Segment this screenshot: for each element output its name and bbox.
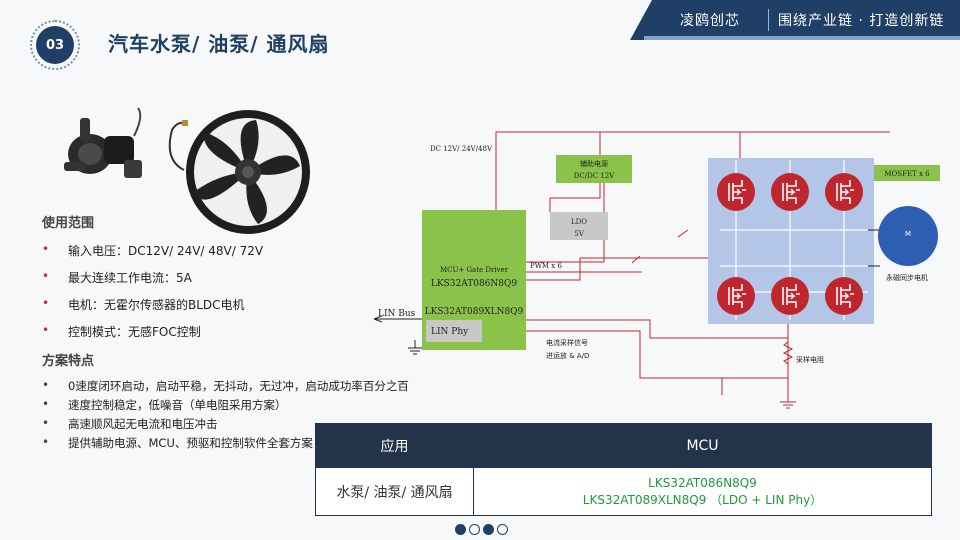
ldo-label: LDO (571, 218, 587, 226)
bullet-icon: • (42, 397, 50, 411)
motor-icon (878, 206, 938, 266)
ldo-box (550, 212, 608, 240)
ground-icon (780, 401, 796, 409)
brand-name: 凌鸥创芯 (680, 13, 740, 29)
mosfet-icon (716, 276, 756, 316)
slide-number-badge: 03 (36, 26, 74, 64)
pager-dot[interactable] (483, 524, 494, 535)
feature-item: •高速顺风起无电流和电压冲击 (42, 416, 218, 431)
sense-label-2: 进运放 & A/D (546, 351, 589, 360)
bullet-icon: • (42, 378, 50, 392)
slide-number-ring (30, 20, 80, 70)
sense-label-1: 电流采样信号 (546, 338, 588, 347)
bullet-icon: • (42, 296, 50, 310)
cooling-fan-image (168, 110, 310, 234)
pager-dot[interactable] (497, 524, 508, 535)
pager-dot[interactable] (469, 524, 480, 535)
application-table: 应用 MCU 水泵/ 油泵/ 通风扇 LKS32AT086N8Q9 LKS32A… (315, 423, 932, 516)
features-list: •0速度闭环启动，启动平稳，无抖动，无过冲，启动成功率百分之百 •速度控制稳定，… (42, 378, 409, 454)
dcdc-label: DC/DC 12V (574, 172, 615, 180)
shunt-label: 采样电阻 (796, 355, 824, 364)
bullet-icon: • (42, 435, 50, 449)
feature-item: •0速度闭环启动，启动平稳，无抖动，无过冲，启动成功率百分之百 (42, 378, 409, 393)
mosfet-count-label: MOSFET x 6 (884, 170, 930, 178)
slide-pager (455, 524, 508, 535)
banner-divider (768, 9, 769, 31)
usage-item: •最大连续工作电流：5A (42, 269, 192, 285)
mcu-part-1: LKS32AT086N8Q9 (648, 475, 757, 490)
lin-bus-label: LIN Bus (378, 309, 416, 319)
circuit-diagram: DC 12V/ 24V/48V 辅助电源 DC/DC 12V LDO 5V MC… (373, 131, 940, 409)
mosfet-count-box (874, 165, 940, 181)
usage-heading: 使用范围 (42, 216, 95, 231)
top-banner: 凌鸥创芯 围绕产业链 · 打造创新链 (630, 0, 960, 40)
dc-input-label: DC 12V/ 24V/48V (430, 145, 493, 153)
mcu-part-2: LKS32AT089XLN8Q9 （LDO + LIN Phy） (582, 492, 823, 507)
table-header-app: 应用 (316, 424, 474, 468)
water-pump-image (64, 107, 142, 178)
slide-title: 汽车水泵/ 油泵/ 通风扇 (108, 32, 330, 56)
mosfet-icon (824, 172, 864, 212)
motor-m-label: M (905, 230, 911, 238)
usage-list: •输入电压：DC12V/ 24V/ 48V/ 72V •最大连续工作电流：5A … (42, 242, 263, 350)
lin-phy-box (426, 320, 482, 342)
usage-item: •控制模式：无感FOC控制 (42, 323, 201, 339)
table-header: 应用 MCU (316, 424, 931, 468)
bullet-icon: • (42, 242, 50, 256)
brand-slogan: 围绕产业链 · 打造创新链 (778, 13, 945, 29)
aux-power-label: 辅助电源 (580, 159, 608, 168)
table-row: 水泵/ 油泵/ 通风扇 LKS32AT086N8Q9 LKS32AT089XLN… (316, 468, 931, 515)
feature-item: •速度控制稳定，低噪音（单电阻采用方案） (42, 397, 287, 412)
mosfet-icon (824, 276, 864, 316)
lin-phy-label: LIN Phy (431, 327, 469, 337)
mcu-label-1: MCU+ Gate Driver (440, 266, 509, 274)
feature-item: •提供辅助电源、MCU、预驱和控制软件全套方案 (42, 435, 313, 450)
banner-cut (630, 0, 652, 40)
mcu-label-2: LKS32AT086N8Q9 (431, 279, 517, 289)
mosfet-icon (770, 172, 810, 212)
table-header-mcu: MCU (686, 438, 719, 454)
table-cell-app: 水泵/ 油泵/ 通风扇 (316, 468, 474, 515)
pager-dot[interactable] (455, 524, 466, 535)
usage-item: •电机：无霍尔传感器的BLDC电机 (42, 296, 245, 312)
bullet-icon: • (42, 269, 50, 283)
ldo-voltage-label: 5V (574, 230, 584, 238)
aux-power-box (556, 155, 632, 183)
bullet-icon: • (42, 323, 50, 337)
banner-stripe (644, 36, 960, 40)
motor-label: 永磁同步电机 (886, 273, 928, 282)
mosfet-icon (716, 172, 756, 212)
mosfet-icon (770, 276, 810, 316)
table-cell-mcu: LKS32AT086N8Q9 LKS32AT089XLN8Q9 （LDO + L… (474, 468, 931, 515)
bullet-icon: • (42, 416, 50, 430)
usage-item: •输入电压：DC12V/ 24V/ 48V/ 72V (42, 242, 264, 258)
mcu-label-3: LKS32AT089XLN8Q9 (425, 307, 524, 317)
features-heading: 方案特点 (42, 354, 95, 369)
shunt-resistor-icon (782, 324, 794, 402)
pwm-label: PWM x 6 (530, 262, 562, 270)
